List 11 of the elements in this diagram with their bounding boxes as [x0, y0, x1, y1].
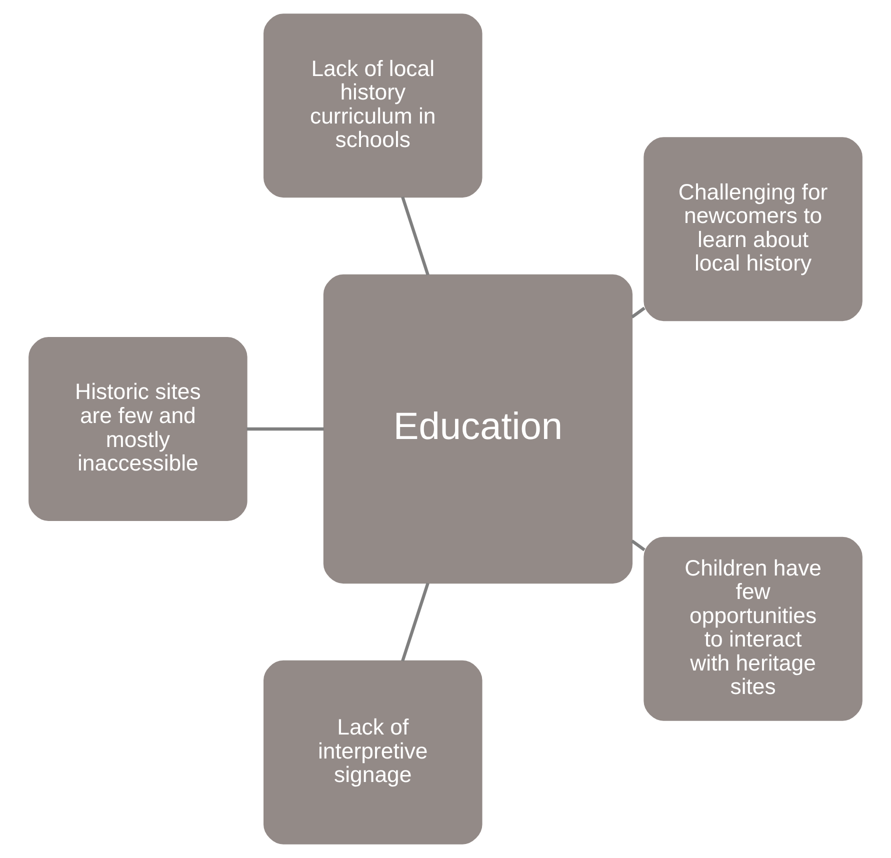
node-box: Lack of interpretive signage — [264, 660, 482, 844]
node-box: Children have few opportunities to interact with heritage sites — [644, 536, 862, 721]
connector — [631, 540, 646, 552]
connector — [246, 427, 324, 431]
node-box: Education — [323, 274, 633, 584]
connector — [401, 582, 430, 662]
connector — [631, 306, 646, 318]
node-box: Challenging for newcomers to learn about local history — [644, 137, 862, 322]
connector — [401, 196, 430, 276]
node-box: Historic sites are few and mostly inaccessible — [28, 337, 248, 521]
node-box: Lack of local history curriculum in schools — [264, 14, 482, 198]
